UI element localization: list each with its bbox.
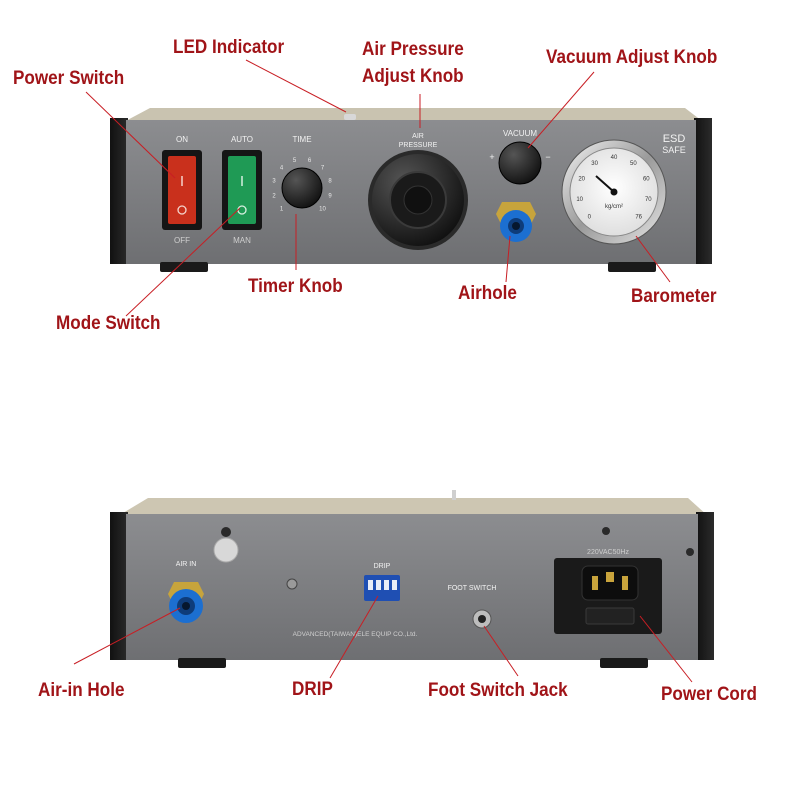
callout-air-in-hole: Air-in Hole: [38, 680, 125, 701]
timer-dial-tick-3: 4: [280, 166, 284, 172]
label-off: OFF: [174, 236, 190, 245]
foot-switch-jack-hole: [478, 615, 486, 623]
screw-1: [221, 527, 231, 537]
label-air-in: AIR IN: [176, 561, 197, 568]
leader-mode-switch: [125, 207, 241, 317]
label-air: AIR: [412, 133, 424, 140]
label-vacuum-minus: −: [545, 152, 550, 162]
label-auto: AUTO: [231, 135, 253, 144]
label-time: TIME: [292, 135, 311, 144]
callout-airhole: Airhole: [458, 283, 517, 304]
label-drip: DRIP: [374, 563, 391, 570]
front-unit: ON OFF AUTO MAN TIME 1 2 3 4 5 6 7 8 9 10 AIR PRE…: [110, 108, 712, 272]
leader-led-indicator: [245, 59, 347, 113]
callout-led-indicator: LED Indicator: [173, 37, 285, 58]
callout-barometer: Barometer: [631, 286, 717, 307]
barometer-tick-2: 20: [578, 177, 585, 183]
leader-power-switch: [85, 91, 176, 179]
barometer-tick-4: 40: [611, 155, 618, 161]
label-foot-switch: FOOT SWITCH: [448, 585, 497, 592]
callout-leader-lines: [73, 59, 693, 683]
socket-pin-2: [606, 572, 614, 582]
socket-pin-3: [622, 576, 628, 590]
power-socket: [581, 565, 639, 601]
barometer-tick-5: 50: [630, 161, 637, 167]
callout-drip: DRIP: [292, 679, 333, 700]
screw-3: [286, 578, 298, 590]
air-in-fitting[interactable]: [168, 582, 204, 623]
air-pressure-knob-center: [403, 185, 433, 215]
screw-2: [602, 527, 610, 535]
barometer-needle: [595, 175, 615, 193]
power-switch[interactable]: [168, 156, 196, 224]
barometer-tick-3: 30: [591, 161, 598, 167]
back-unit-lid: [118, 498, 708, 516]
power-switch-off-mark: [177, 205, 187, 215]
timer-dial-tick-7: 8: [328, 179, 332, 185]
callout-air-pressure-line1: Air Pressure: [362, 39, 464, 60]
mode-switch[interactable]: [228, 156, 256, 224]
timer-dial-tick-9: 10: [319, 207, 326, 213]
barometer-unit: kg/cm²: [605, 204, 623, 210]
back-led-post: [452, 490, 456, 500]
leader-foot-switch: [483, 625, 519, 677]
vacuum-adjust-knob[interactable]: [498, 141, 542, 185]
timer-dial-tick-2: 3: [272, 179, 276, 185]
timer-dial-tick-5: 6: [308, 158, 312, 164]
leader-drip: [329, 595, 379, 679]
barometer-tick-1: 10: [576, 197, 583, 203]
back-unit-left-cap: [110, 512, 128, 660]
fuse-drawer[interactable]: [585, 607, 635, 625]
leader-barometer: [635, 235, 671, 283]
label-pressure: PRESSURE: [399, 142, 438, 149]
callout-air-pressure-line2: Adjust Knob: [362, 66, 464, 87]
leader-air-in-hole: [73, 607, 181, 665]
callout-mode-switch: Mode Switch: [56, 313, 161, 334]
callout-power-cord: Power Cord: [661, 684, 757, 705]
barometer-tick-0: 0: [588, 215, 592, 221]
socket-pin-1: [592, 576, 598, 590]
timer-dial-tick-0: 1: [280, 207, 284, 213]
barometer-hub: [610, 188, 618, 196]
back-unit: AIR IN DRIP ADVANCED(TAIWAN)ELE EQUIP CO…: [110, 490, 714, 668]
screw-4: [686, 548, 694, 556]
label-vacuum: VACUUM: [503, 129, 537, 138]
timer-dial-tick-8: 9: [328, 194, 332, 200]
timer-dial-scale: 1 2 3 4 5 6 7 8 9 10: [272, 158, 332, 213]
barometer: 0 10 20 30 40 50 60 70 76 kg/cm²: [561, 139, 667, 245]
timer-dial-tick-6: 7: [321, 166, 325, 172]
timer-knob[interactable]: [281, 167, 323, 209]
barometer-scale: 0 10 20 30 40 50 60 70 76: [576, 155, 652, 221]
back-unit-right-cap: [696, 512, 714, 660]
ground-sticker: [213, 537, 239, 563]
timer-dial-tick-1: 2: [272, 194, 276, 200]
callout-timer-knob: Timer Knob: [248, 276, 343, 297]
leader-airhole: [505, 235, 511, 283]
airhole-fitting[interactable]: [496, 202, 536, 242]
barometer-tick-6: 60: [643, 177, 650, 183]
callout-vacuum-adjust-knob: Vacuum Adjust Knob: [546, 47, 718, 68]
callout-foot-switch-jack: Foot Switch Jack: [428, 680, 568, 701]
back-foot-right: [600, 658, 648, 668]
back-foot-left: [178, 658, 226, 668]
esd-label-line2: SAFE: [662, 145, 686, 155]
front-foot-left: [160, 262, 208, 272]
barometer-tick-7: 70: [645, 197, 652, 203]
label-on: ON: [176, 135, 188, 144]
esd-label-line1: ESD: [663, 133, 686, 145]
callout-power-switch: Power Switch: [13, 68, 125, 89]
leader-vacuum-knob: [527, 71, 595, 149]
front-foot-right: [608, 262, 656, 272]
front-unit-left-cap: [110, 118, 128, 264]
label-vacuum-plus: +: [489, 152, 494, 162]
timer-dial-tick-4: 5: [293, 158, 297, 164]
front-unit-right-cap: [694, 118, 712, 264]
drip-dip-switch-levers: [368, 580, 397, 590]
led-indicator: [344, 114, 356, 120]
barometer-tick-8: 76: [635, 215, 642, 221]
label-voltage: 220VAC50Hz: [587, 549, 629, 556]
leader-power-cord: [639, 615, 693, 683]
label-man: MAN: [233, 236, 251, 245]
